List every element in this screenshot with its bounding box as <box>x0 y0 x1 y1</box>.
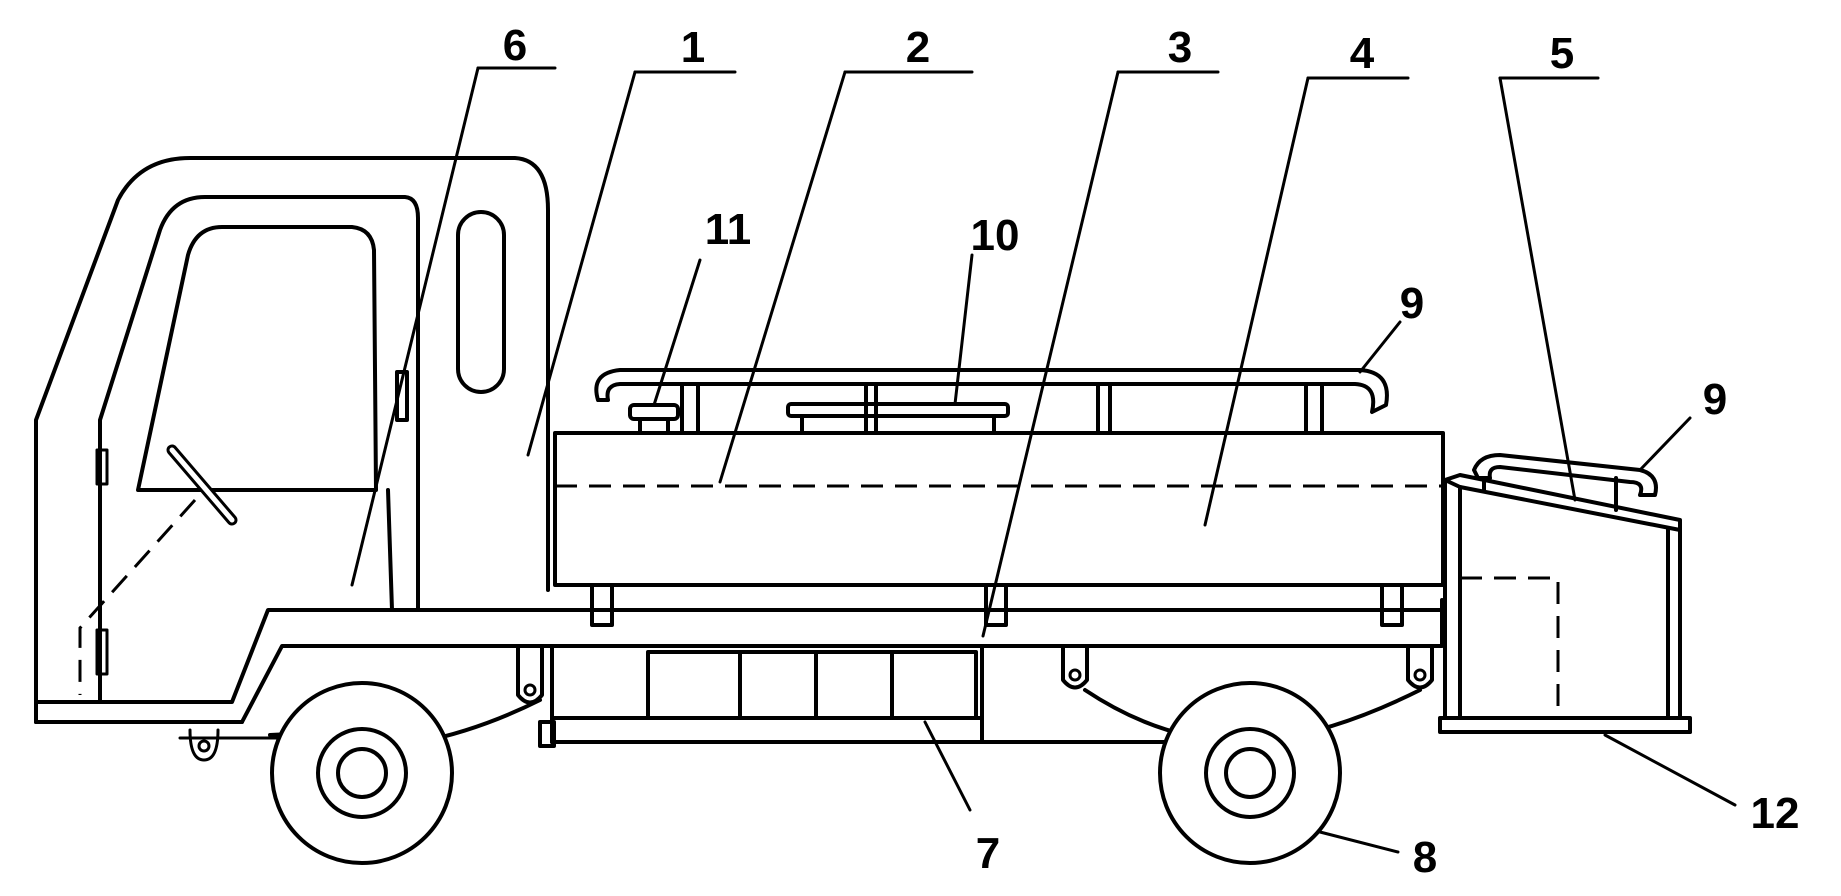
cab <box>34 156 550 724</box>
door-frame <box>98 195 420 702</box>
filler-valve-cap <box>628 403 680 421</box>
hinge-upper <box>95 448 109 486</box>
rear-cab-window <box>456 210 506 394</box>
rear-step-plate <box>1438 716 1692 734</box>
callout-11: 11 <box>705 205 752 254</box>
side-box-inner <box>646 650 978 720</box>
water-tank <box>553 431 1445 627</box>
top-guard-rail <box>594 368 1389 414</box>
callout-9a: 9 <box>1400 279 1424 328</box>
hinge-lower <box>95 628 109 676</box>
rail-post-2 <box>864 382 878 435</box>
callout-5: 5 <box>1550 29 1574 78</box>
rear-hanger-pin-2 <box>1413 668 1427 682</box>
side-box-bottom <box>550 716 984 744</box>
leader-6 <box>350 66 480 587</box>
callout-12: 12 <box>1751 789 1800 838</box>
leader-12 <box>1603 733 1737 807</box>
callout-3: 3 <box>1168 23 1192 72</box>
cab-outline <box>34 156 550 724</box>
callout-7: 7 <box>976 829 1000 878</box>
rear-guard-rail <box>1472 453 1658 497</box>
wiper-inner <box>169 447 235 523</box>
side-box-outer <box>550 644 984 744</box>
leader-1 <box>526 70 637 457</box>
rear-pump-housing <box>1438 453 1692 734</box>
rail-post-1 <box>680 382 700 435</box>
cab-window <box>136 225 378 492</box>
rear-wheel <box>1158 681 1342 865</box>
rear-box-lid <box>1443 473 1682 532</box>
filler-valve-body <box>638 417 670 435</box>
pump-hidden-line <box>1460 576 1560 718</box>
callout-2: 2 <box>906 23 930 72</box>
callout-labels: 6 1 2 3 4 5 11 10 9 9 7 8 12 <box>503 21 1800 882</box>
leader-3 <box>981 70 1120 638</box>
door-pillar <box>386 488 394 612</box>
front-wheel <box>270 681 454 865</box>
callout-10: 10 <box>971 211 1020 260</box>
leader-8 <box>1318 830 1400 854</box>
dashboard-hidden-line <box>78 498 197 695</box>
leader-10 <box>953 253 974 406</box>
chassis-upper-rail <box>34 608 1444 724</box>
rear-hanger-1 <box>1061 644 1089 690</box>
chassis <box>34 598 1444 762</box>
callout-9b: 9 <box>1703 375 1727 424</box>
rail-post-4 <box>1304 382 1324 435</box>
front-hanger-pin <box>523 683 537 697</box>
leader-5 <box>1498 76 1577 502</box>
callout-1: 1 <box>681 23 705 72</box>
leader-11 <box>652 258 702 407</box>
tank-top <box>594 368 1389 435</box>
tank-saddle-3 <box>1380 583 1404 627</box>
front-hanger <box>516 644 544 705</box>
rear-hanger-2 <box>1406 644 1434 690</box>
leader-7 <box>923 720 972 812</box>
tow-hook-pin <box>197 739 211 753</box>
leader-2 <box>718 70 847 484</box>
tank-body <box>553 431 1445 587</box>
leader-9a <box>1358 320 1402 374</box>
box-front-tab <box>538 720 556 748</box>
rear-hanger-pin-1 <box>1068 668 1082 682</box>
rail-post-3 <box>1096 382 1112 435</box>
leader-4 <box>1203 76 1310 527</box>
leader-lines <box>350 66 1737 854</box>
leader-9b <box>1638 416 1692 472</box>
tank-saddle-1 <box>590 583 614 627</box>
under-frame-box <box>538 644 1167 748</box>
callout-4: 4 <box>1350 29 1375 78</box>
manhole-neck <box>800 414 996 435</box>
callout-8: 8 <box>1413 833 1437 882</box>
callout-6: 6 <box>503 21 527 70</box>
